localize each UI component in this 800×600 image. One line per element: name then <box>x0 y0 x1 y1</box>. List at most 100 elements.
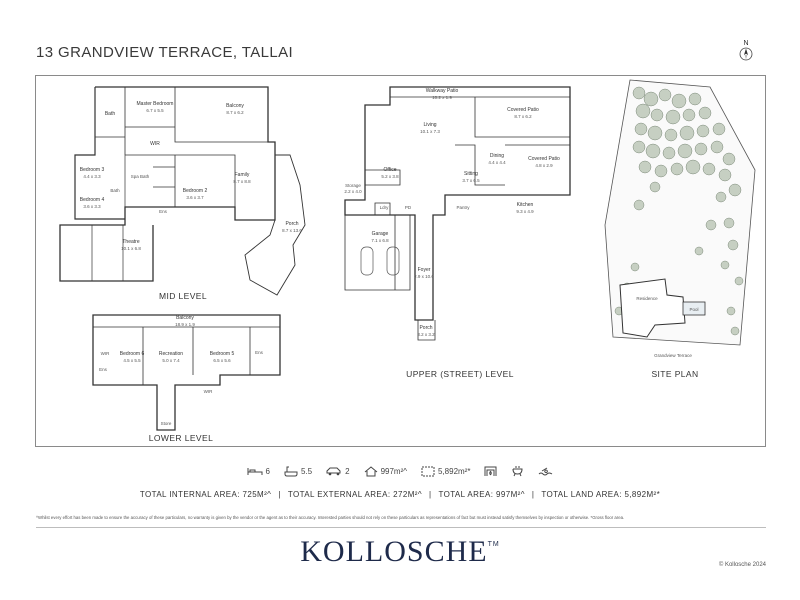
mid-theatre-label: Theatre <box>122 239 139 245</box>
upper-level-outline <box>344 86 571 321</box>
lower-balcony-label: Balcony <box>176 315 194 321</box>
footer-divider <box>36 527 766 528</box>
upper-level-label: UPPER (STREET) LEVEL <box>406 369 514 379</box>
brand-trademark: TM <box>487 541 500 548</box>
copyright-text: © Kollosche 2024 <box>718 562 766 568</box>
mid-master-bedroom-dims: 6.7 x 5.5 <box>146 108 164 113</box>
total-external-area: TOTAL EXTERNAL AREA: 272M²^ <box>287 490 422 499</box>
property-address-title: 13 GRANDVIEW TERRACE, TALLAI <box>36 44 294 61</box>
upper-covered-patio-top-label: Covered Patio <box>507 107 539 113</box>
north-arrow-icon: N <box>737 40 755 72</box>
feature-bedrooms: 6 <box>247 466 270 476</box>
upper-office-dims: 5.2 x 3.8 <box>381 174 399 179</box>
feature-bathrooms: 5.5 <box>284 466 312 477</box>
lower-recreation-label: Recreation <box>159 351 183 357</box>
lower-bedroom5-dims: 6.5 x 5.6 <box>213 358 231 363</box>
garage-cars <box>360 246 400 276</box>
lower-wir-left-label: WIR <box>101 351 110 356</box>
total-area: TOTAL AREA: 997M²^ <box>438 490 525 499</box>
mid-wir-label: WIR <box>150 141 160 147</box>
area-separator: | <box>278 490 281 499</box>
lower-bedroom5-label: Bedroom 5 <box>210 351 235 357</box>
total-internal-area: TOTAL INTERNAL AREA: 725M²^ <box>139 490 272 499</box>
upper-sitting-dims: 3.7 x 6.5 <box>462 178 480 183</box>
mid-balcony-label: Balcony <box>226 103 244 109</box>
brand-logo: KOLLOSCHETM <box>0 535 800 569</box>
upper-porch-dims: 3.2 x 3.2 <box>417 332 435 337</box>
area-summary: TOTAL INTERNAL AREA: 725M²^ | TOTAL EXTERN… <box>0 490 800 499</box>
feature-house-area: 997m²^ <box>364 465 407 477</box>
upper-living-dims: 10.1 x 7.3 <box>420 129 440 134</box>
upper-pd-label: PD <box>405 205 412 210</box>
house-area-icon <box>364 465 377 476</box>
upper-kitchen-label: Kitchen <box>517 202 534 208</box>
mid-porch-label: Porch <box>285 221 298 227</box>
floor-plan-frame <box>35 75 766 447</box>
feature-bathrooms-value: 5.5 <box>300 466 313 476</box>
brand-name: KOLLOSCHE <box>300 535 488 568</box>
site-residence-label: Residence <box>636 296 658 301</box>
bath-icon <box>284 466 298 476</box>
lower-bedroom6-dims: 4.5 x 5.5 <box>123 358 141 363</box>
feature-cars: 2 <box>326 466 350 476</box>
feature-pool <box>538 466 553 477</box>
lower-level-label: LOWER LEVEL <box>149 433 213 443</box>
lower-balcony-dims: 18.9 x 1.9 <box>175 322 195 327</box>
upper-covered-patio-side-dims: 4.8 x 2.9 <box>535 163 553 168</box>
area-separator: | <box>531 490 535 499</box>
lower-recreation-dims: 5.0 x 7.4 <box>162 358 180 363</box>
feature-fireplace <box>484 465 497 477</box>
upper-dining-label: Dining <box>490 153 504 159</box>
mid-theatre-dims: 10.1 x 6.8 <box>121 246 141 251</box>
upper-porch-label: Porch <box>419 325 432 331</box>
total-land-area: TOTAL LAND AREA: 5,892M²* <box>541 490 661 499</box>
lower-ens-right-label: Ens <box>255 350 264 355</box>
upper-garage-dims: 7.1 x 6.8 <box>371 238 389 243</box>
upper-sitting-label: Sitting <box>464 171 478 177</box>
upper-living-label: Living <box>423 122 436 128</box>
upper-walkway-patio-label: Walkway Patio <box>426 88 459 94</box>
site-pool-label: Pool <box>689 307 698 312</box>
feature-house-area-value: 997m²^ <box>380 466 407 476</box>
site-plan-label: SITE PLAN <box>651 369 698 379</box>
mid-master-bedroom-label: Master Bedroom <box>137 101 174 107</box>
feature-outdoor-kitchen <box>511 465 524 477</box>
upper-ldry-label: Ldry <box>380 205 390 210</box>
mid-family-dims: 8.7 x 8.8 <box>233 179 251 184</box>
lower-level-outline <box>92 314 281 431</box>
lower-ens-left-label: Ens <box>99 367 108 372</box>
mid-family-label: Family <box>235 172 250 178</box>
land-area-icon <box>421 466 435 476</box>
upper-covered-patio-side-label: Covered Patio <box>528 156 560 162</box>
feature-bedrooms-value: 6 <box>265 466 270 476</box>
upper-covered-patio-top-dims: 8.7 x 6.2 <box>514 114 532 119</box>
upper-storage-label: Storage <box>345 183 361 188</box>
car-icon <box>326 467 341 476</box>
mid-bath-top-label: Bath <box>105 111 116 117</box>
mid-level-label: MID LEVEL <box>159 291 207 301</box>
feature-land-area: 5,892m²* <box>421 466 470 477</box>
mid-spa-bath-label: Spa Bath <box>131 174 150 179</box>
mid-bedroom4-label: Bedroom 4 <box>80 197 105 203</box>
mid-bedroom3-dims: 4.4 x 3.3 <box>83 174 101 179</box>
mid-ens-label: Ens <box>159 209 168 214</box>
pool-icon <box>539 467 553 475</box>
bed-icon <box>247 468 263 475</box>
upper-garage-label: Garage <box>372 231 389 237</box>
lower-store-label: Store <box>161 421 172 426</box>
upper-foyer-label: Foyer <box>418 267 431 273</box>
mid-bedroom2-dims: 3.6 x 3.7 <box>186 195 204 200</box>
lower-wir-right-label: WIR <box>204 389 213 394</box>
mid-bedroom4-dims: 3.6 x 3.3 <box>83 204 101 209</box>
lower-bedroom6-label: Bedroom 6 <box>120 351 145 357</box>
site-tree-canopy <box>614 86 744 336</box>
mid-bath-mid-label: Bath <box>110 188 120 193</box>
upper-office-label: Office <box>384 167 397 173</box>
upper-dining-dims: 4.4 x 4.4 <box>488 160 506 165</box>
north-label: N <box>743 40 749 47</box>
upper-kitchen-dims: 9.3 x 4.9 <box>516 209 534 214</box>
feature-cars-value: 2 <box>345 466 350 476</box>
floor-plan-drawing: Master Bedroom 6.7 x 5.5 Balcony 8.7 x 6… <box>59 79 756 443</box>
upper-storage-dims: 2.2 x 4.0 <box>344 189 362 194</box>
mid-porch-dims: 8.7 x 13.6 <box>282 228 302 233</box>
